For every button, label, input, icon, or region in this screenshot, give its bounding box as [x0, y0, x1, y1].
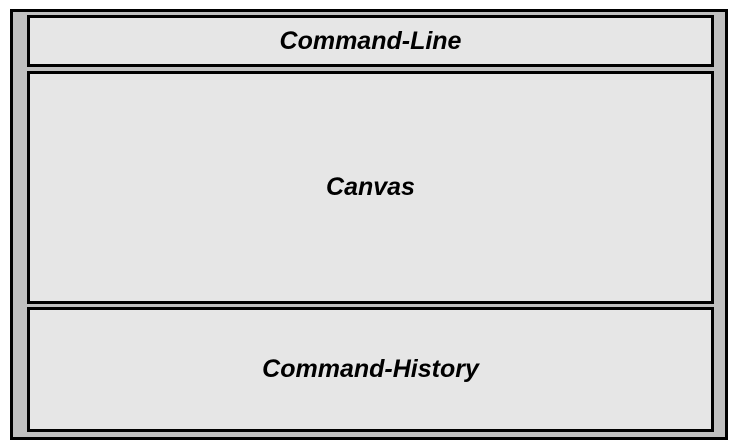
command-line-panel: Command-Line [27, 15, 714, 67]
canvas-label: Canvas [326, 173, 415, 201]
canvas-panel: Canvas [27, 71, 714, 304]
command-line-label: Command-Line [279, 26, 462, 55]
application-window-frame: Command-Line Canvas Command-History [10, 9, 728, 440]
command-history-panel: Command-History [27, 307, 714, 432]
command-history-label: Command-History [262, 355, 479, 383]
